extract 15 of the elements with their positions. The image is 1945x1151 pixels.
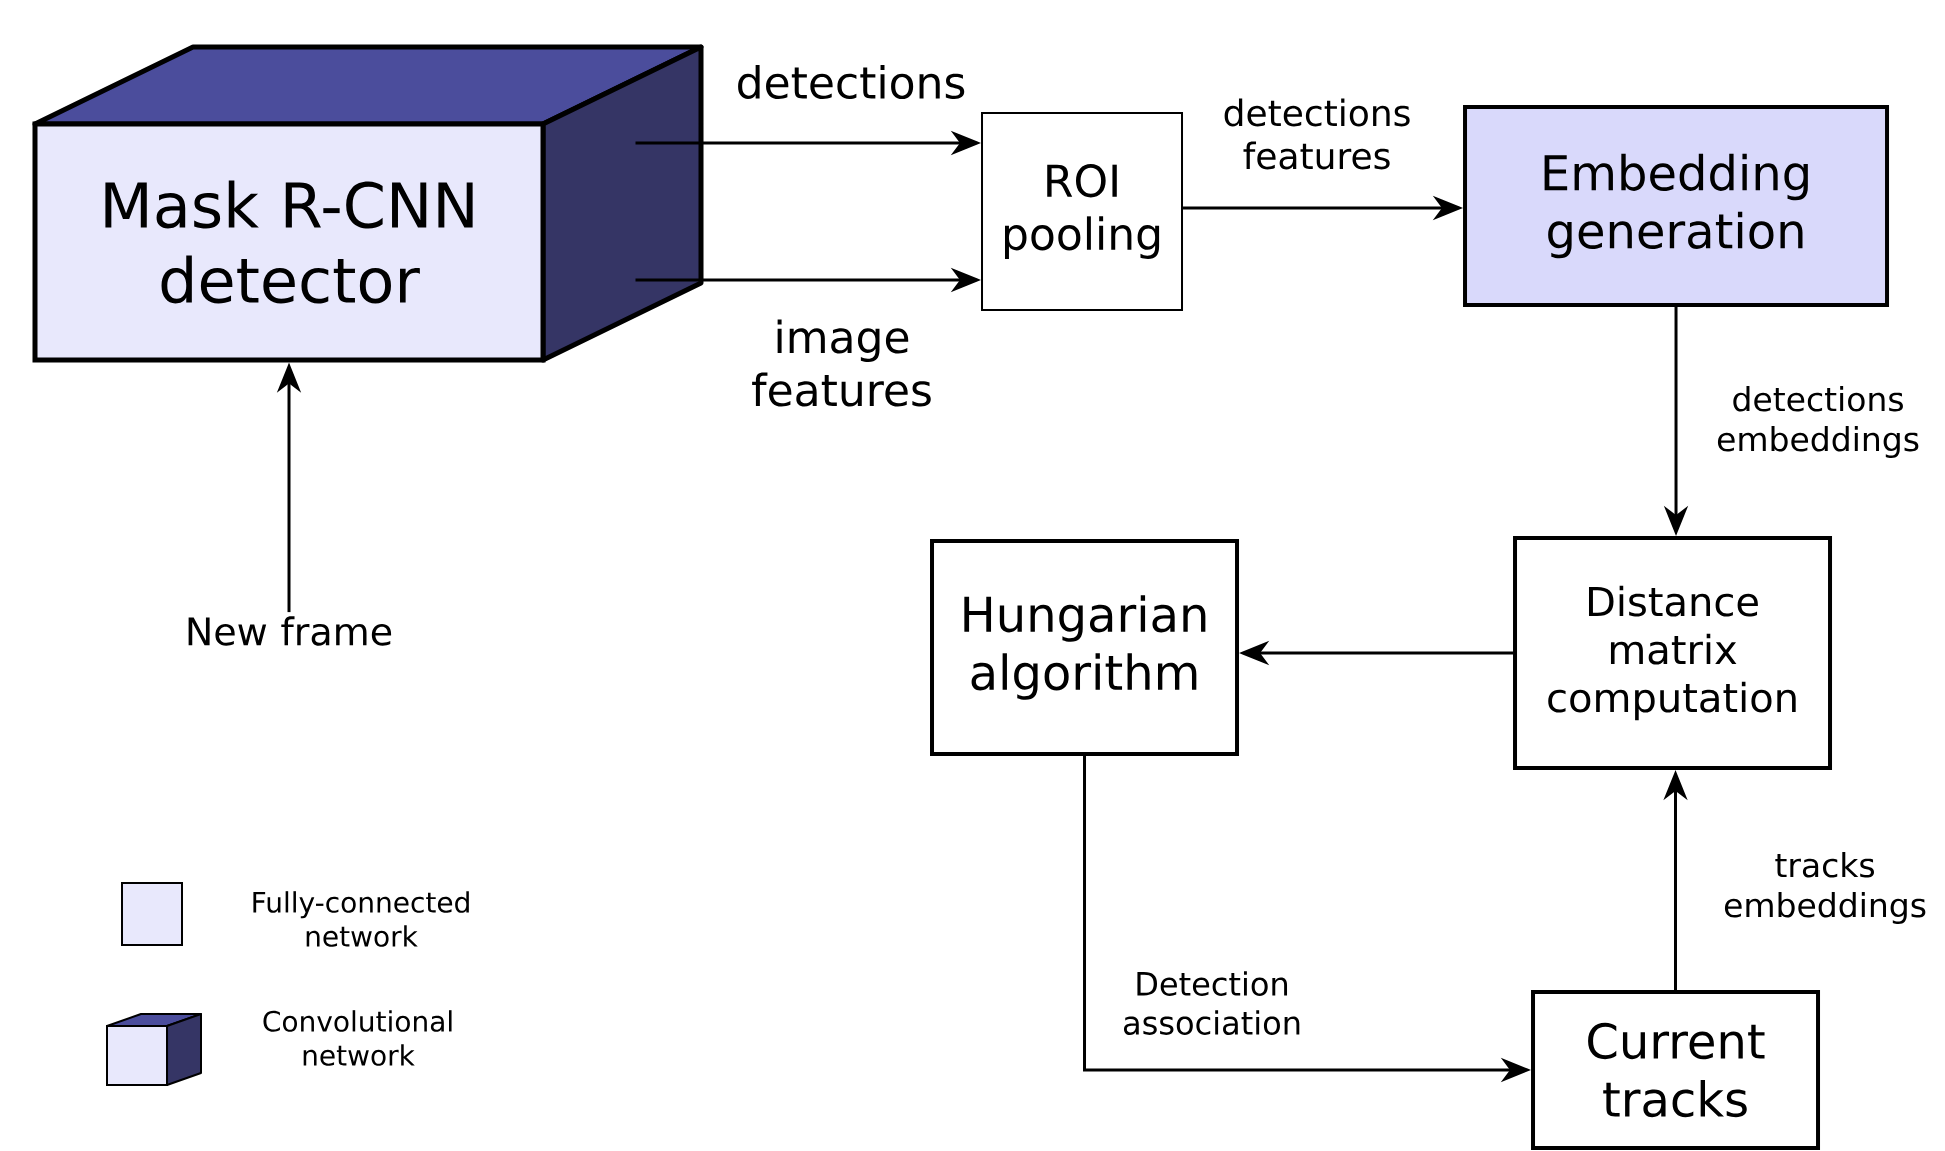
- process-box: Embedding generation: [1463, 105, 1889, 307]
- legend-label: Convolutional network: [263, 1010, 452, 1066]
- process-box: Current tracks: [1531, 990, 1820, 1150]
- cube-block: Mask R-CNN detector: [32, 44, 704, 363]
- edge-label: image features: [752, 319, 931, 407]
- edge-label: Detection association: [1124, 971, 1300, 1035]
- edge-label: tracks embeddings: [1724, 852, 1926, 924]
- legend-label: Fully-connected network: [253, 891, 469, 947]
- process-box: Hungarian algorithm: [930, 539, 1239, 756]
- process-box: ROI pooling: [981, 112, 1183, 311]
- edge-label: detections: [738, 65, 965, 100]
- input-label: New frame: [188, 616, 392, 646]
- edge-label: detections features: [1224, 98, 1410, 170]
- edge-label: detections embeddings: [1717, 386, 1919, 458]
- process-box: Distance matrix computation: [1513, 536, 1833, 770]
